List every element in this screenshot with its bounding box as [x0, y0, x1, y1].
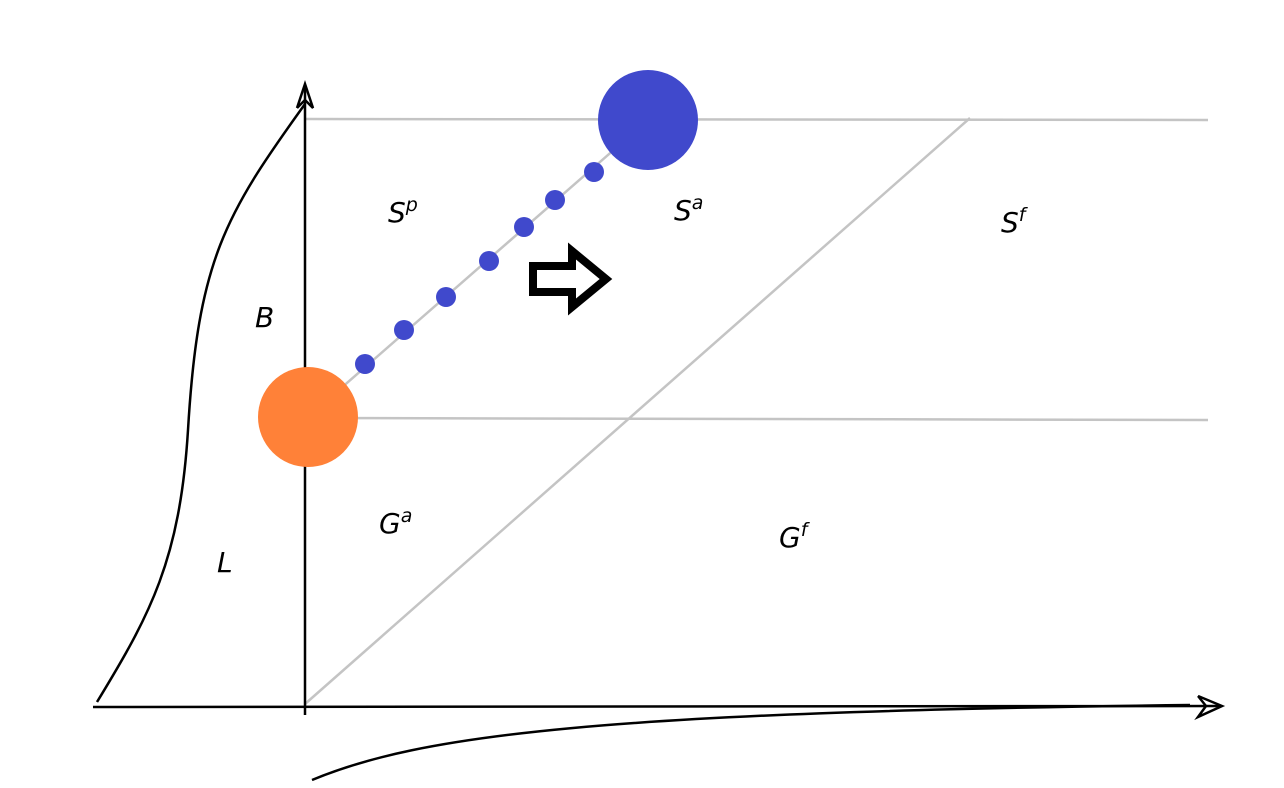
path-dot: [436, 287, 456, 307]
path-dot: [545, 190, 565, 210]
left-distribution-curve: [95, 103, 307, 703]
region-label-ga: Ga: [379, 505, 412, 540]
region-label-l: L: [217, 546, 233, 579]
path-dot: [479, 251, 499, 271]
lower-boundary-line: [304, 416, 1209, 422]
upper-boundary-line: [304, 117, 1209, 122]
x-axis-arrow-icon: [1194, 694, 1226, 721]
path-dot: [394, 320, 414, 340]
path-dot: [355, 354, 375, 374]
bottom-distribution-curve: [311, 703, 1191, 782]
end-node: [598, 70, 698, 170]
region-label-b: B: [255, 301, 274, 334]
x-axis: [92, 704, 1221, 709]
right-arrow-icon: [529, 242, 613, 316]
region-label-sp: Sp: [388, 194, 418, 229]
path-dots: [355, 162, 604, 374]
y-axis-arrow-icon: [295, 80, 315, 109]
start-node: [258, 367, 358, 467]
path-dot: [514, 217, 534, 237]
region-label-sa: Sa: [674, 192, 703, 227]
region-label-gf: Gf: [779, 519, 811, 554]
path-dot: [584, 162, 604, 182]
diagonal-boundary-line: [304, 117, 971, 705]
region-label-sf: Sf: [1001, 204, 1029, 239]
